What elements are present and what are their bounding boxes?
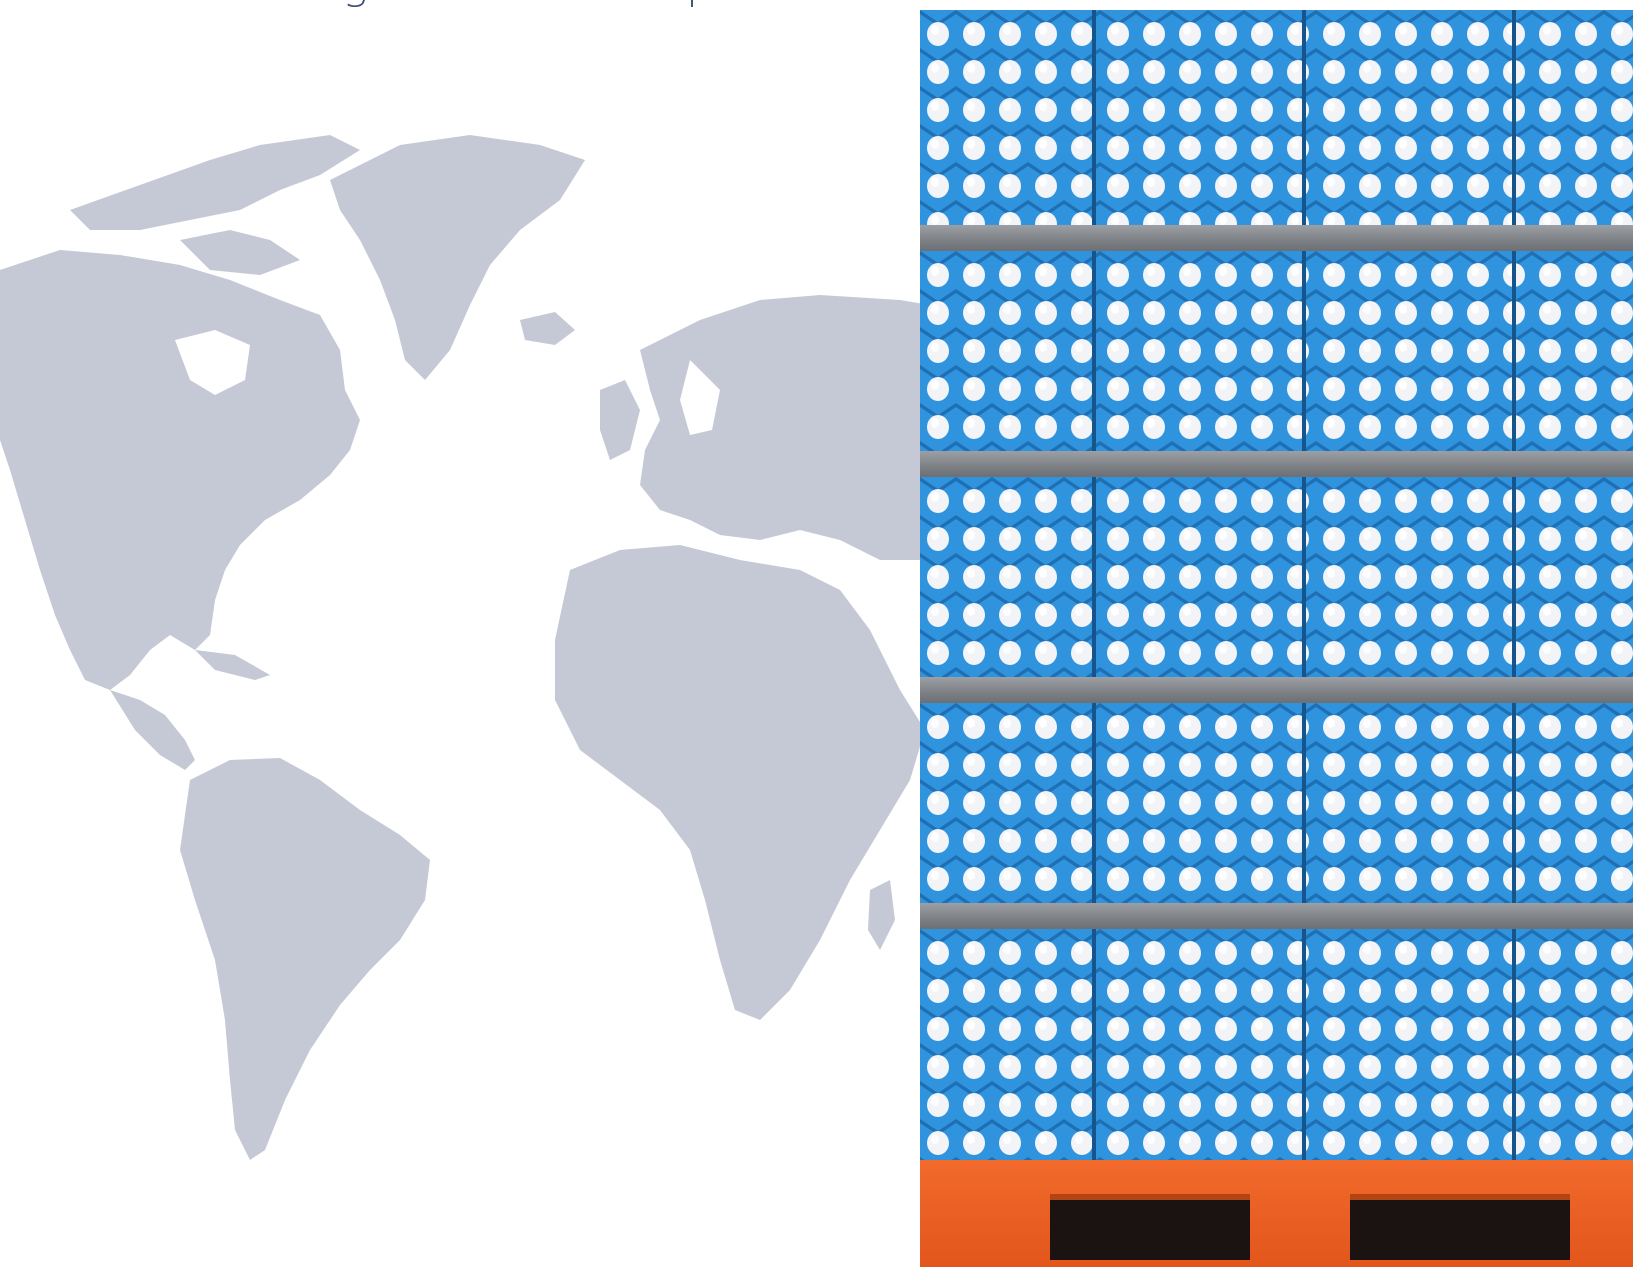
- europe: [640, 295, 930, 560]
- separator-sheet: [920, 903, 1633, 929]
- central-america: [110, 690, 195, 770]
- headline: Padrão global no transporte de ovos: [170, 0, 1002, 9]
- iceland: [520, 312, 575, 345]
- separator-sheet: [920, 677, 1633, 703]
- arctic-islands: [70, 135, 360, 230]
- egg-tray-stack-4: [920, 703, 1633, 903]
- africa: [555, 545, 925, 1020]
- british-isles: [600, 380, 640, 460]
- separator-sheet: [920, 225, 1633, 251]
- madagascar: [868, 880, 895, 950]
- north-america: [0, 250, 360, 690]
- pallet-fork-opening: [1350, 1194, 1570, 1260]
- egg-tray-stack-1: [920, 10, 1633, 225]
- arctic-islands-2: [180, 230, 300, 275]
- egg-pallet-photo: [920, 10, 1633, 1267]
- orange-pallet: [920, 1160, 1633, 1267]
- world-map: [0, 135, 930, 1160]
- egg-tray-stack-2: [920, 251, 1633, 451]
- greenland: [330, 135, 585, 380]
- caribbean: [195, 650, 270, 680]
- separator-sheet: [920, 451, 1633, 477]
- egg-tray-stack-5: [920, 929, 1633, 1160]
- pallet-fork-opening: [1050, 1194, 1250, 1260]
- egg-tray-stack-3: [920, 477, 1633, 677]
- south-america: [180, 758, 430, 1160]
